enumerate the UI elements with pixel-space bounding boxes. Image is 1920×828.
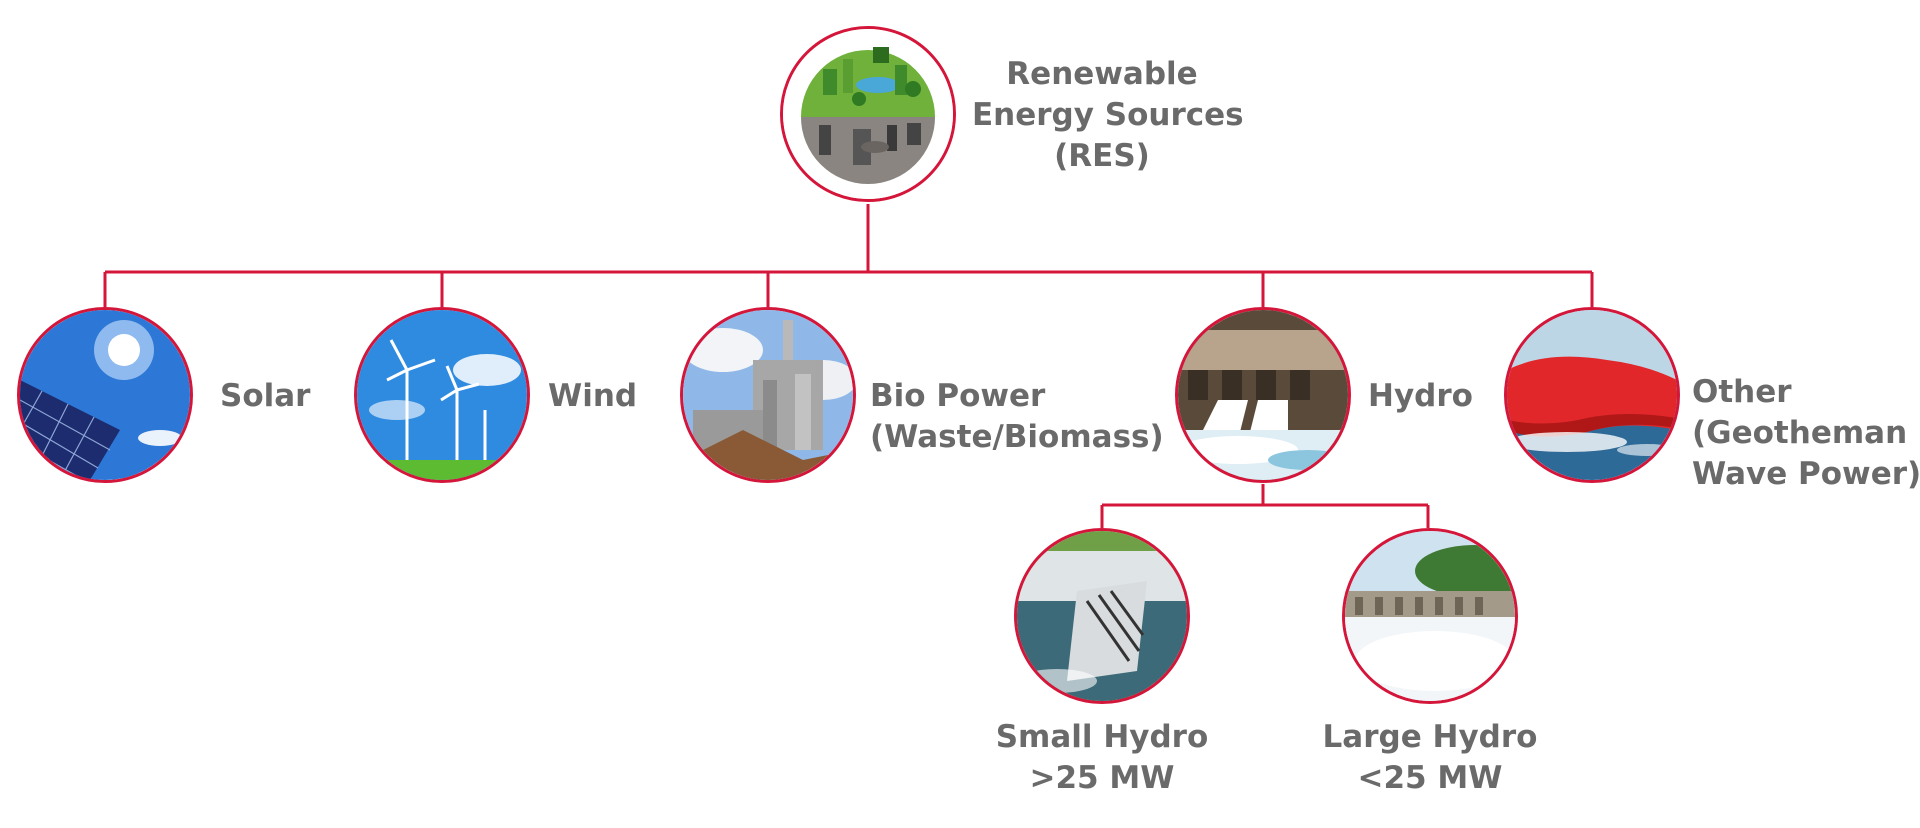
small-hydro-turbine-icon bbox=[1014, 528, 1190, 704]
bio-power-label-line-1: Bio Power bbox=[870, 378, 1046, 414]
large-hydro-label-line-2: <25 MW bbox=[1357, 760, 1503, 796]
other-label-line-1: Other bbox=[1692, 374, 1792, 410]
wind-label: Wind bbox=[548, 376, 637, 417]
root-label: Renewable Energy Sources (RES) bbox=[972, 54, 1244, 177]
small-hydro-label-line-1: Small Hydro bbox=[995, 719, 1209, 755]
root-label-line-3: (RES) bbox=[1054, 138, 1150, 174]
small-hydro-label: Small Hydro >25 MW bbox=[982, 717, 1222, 799]
bio-power-label: Bio Power (Waste/Biomass) bbox=[870, 376, 1164, 458]
other-label-line-2: (Geotheman bbox=[1692, 415, 1908, 451]
root-label-line-1: Renewable bbox=[1006, 56, 1198, 92]
hydro-dam-icon bbox=[1175, 307, 1351, 483]
large-hydro-label: Large Hydro <25 MW bbox=[1310, 717, 1550, 799]
node-solar bbox=[17, 307, 193, 483]
large-hydro-label-line-1: Large Hydro bbox=[1322, 719, 1538, 755]
solar-panel-icon bbox=[17, 307, 193, 483]
node-other bbox=[1504, 307, 1680, 483]
root-label-line-2: Energy Sources bbox=[972, 97, 1244, 133]
hydro-label-line-1: Hydro bbox=[1368, 378, 1473, 414]
node-large-hydro bbox=[1342, 528, 1518, 704]
node-small-hydro bbox=[1014, 528, 1190, 704]
hydro-label: Hydro bbox=[1368, 376, 1473, 417]
wind-turbine-icon bbox=[354, 307, 530, 483]
solar-label: Solar bbox=[220, 376, 310, 417]
wave-power-icon bbox=[1504, 307, 1680, 483]
large-hydro-dam-icon bbox=[1342, 528, 1518, 704]
other-label: Other (Geotheman Wave Power) bbox=[1692, 372, 1920, 495]
wind-label-line-1: Wind bbox=[548, 378, 638, 414]
node-wind bbox=[354, 307, 530, 483]
node-renewable-energy-sources bbox=[780, 26, 956, 202]
small-hydro-label-line-2: >25 MW bbox=[1029, 760, 1175, 796]
solar-label-line-1: Solar bbox=[220, 378, 311, 414]
bio-power-label-line-2: (Waste/Biomass) bbox=[870, 419, 1164, 455]
node-bio-power bbox=[680, 307, 856, 483]
node-hydro bbox=[1175, 307, 1351, 483]
bio-power-plant-icon bbox=[680, 307, 856, 483]
other-label-line-3: Wave Power) bbox=[1692, 456, 1920, 492]
earth-city-globe-icon bbox=[780, 26, 956, 202]
